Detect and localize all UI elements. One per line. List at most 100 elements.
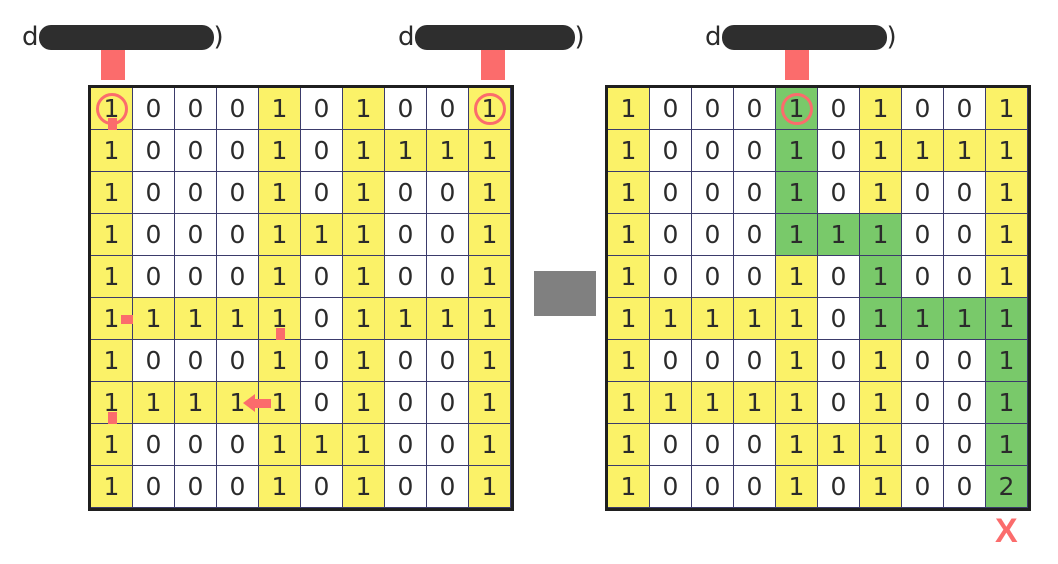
- matrix-cell[interactable]: 1: [608, 130, 650, 172]
- matrix-cell[interactable]: 1: [608, 340, 650, 382]
- matrix-cell[interactable]: 0: [427, 340, 469, 382]
- matrix-cell[interactable]: 1: [986, 424, 1028, 466]
- matrix-cell[interactable]: 0: [133, 214, 175, 256]
- matrix-cell[interactable]: 0: [385, 466, 427, 508]
- matrix-cell[interactable]: 1: [469, 88, 511, 130]
- matrix-cell[interactable]: 1: [650, 382, 692, 424]
- matrix-cell[interactable]: 1: [776, 256, 818, 298]
- matrix-cell[interactable]: 1: [986, 340, 1028, 382]
- matrix-cell[interactable]: 0: [175, 256, 217, 298]
- matrix-cell[interactable]: 0: [902, 172, 944, 214]
- matrix-cell[interactable]: 1: [776, 214, 818, 256]
- matrix-cell[interactable]: 1: [469, 130, 511, 172]
- matrix-cell[interactable]: 1: [243, 382, 301, 424]
- matrix-cell[interactable]: 1: [692, 298, 734, 340]
- matrix-cell[interactable]: 1: [91, 172, 133, 214]
- matrix-cell[interactable]: 1: [343, 214, 385, 256]
- matrix-cell[interactable]: 0: [217, 130, 259, 172]
- matrix-cell[interactable]: 1: [427, 130, 469, 172]
- matrix-cell[interactable]: 1: [259, 214, 301, 256]
- matrix-cell[interactable]: 0: [133, 172, 175, 214]
- matrix-cell[interactable]: 1: [860, 424, 902, 466]
- matrix-cell[interactable]: 0: [385, 256, 427, 298]
- matrix-cell[interactable]: 1: [91, 424, 133, 466]
- matrix-cell[interactable]: 1: [986, 88, 1028, 130]
- matrix-cell[interactable]: 0: [734, 172, 776, 214]
- matrix-cell[interactable]: 0: [133, 256, 175, 298]
- matrix-cell[interactable]: 2: [986, 466, 1028, 508]
- matrix-cell[interactable]: 1: [91, 382, 133, 437]
- matrix-cell[interactable]: 1: [343, 340, 385, 382]
- matrix-cell[interactable]: 1: [259, 256, 301, 298]
- matrix-cell[interactable]: 0: [692, 340, 734, 382]
- matrix-cell[interactable]: 1: [301, 214, 343, 256]
- matrix-cell[interactable]: 0: [692, 172, 734, 214]
- matrix-cell[interactable]: 0: [734, 214, 776, 256]
- matrix-cell[interactable]: 1: [217, 298, 259, 340]
- matrix-cell[interactable]: 1: [776, 424, 818, 466]
- matrix-cell[interactable]: 1: [986, 256, 1028, 298]
- matrix-cell[interactable]: 0: [133, 340, 175, 382]
- matrix-cell[interactable]: 0: [902, 88, 944, 130]
- matrix-cell[interactable]: 1: [734, 298, 776, 340]
- matrix-cell[interactable]: 1: [175, 298, 217, 340]
- matrix-cell[interactable]: 0: [217, 256, 259, 298]
- matrix-cell[interactable]: 1: [776, 172, 818, 214]
- matrix-cell[interactable]: 0: [175, 88, 217, 130]
- matrix-cell[interactable]: 1: [650, 298, 692, 340]
- matrix-cell[interactable]: 0: [818, 172, 860, 214]
- matrix-cell[interactable]: 1: [469, 256, 511, 298]
- matrix-cell[interactable]: 0: [385, 88, 427, 130]
- matrix-cell[interactable]: 0: [818, 298, 860, 340]
- matrix-cell[interactable]: 1: [343, 172, 385, 214]
- matrix-cell[interactable]: 1: [608, 424, 650, 466]
- matrix-cell[interactable]: 1: [608, 172, 650, 214]
- matrix-cell[interactable]: 1: [776, 340, 818, 382]
- matrix-cell[interactable]: 0: [902, 466, 944, 508]
- matrix-cell[interactable]: 1: [91, 130, 133, 172]
- matrix-cell[interactable]: 0: [133, 466, 175, 508]
- matrix-cell[interactable]: 0: [944, 214, 986, 256]
- matrix-cell[interactable]: 0: [944, 88, 986, 130]
- matrix-cell[interactable]: 0: [301, 298, 343, 340]
- matrix-cell[interactable]: 1: [259, 172, 301, 214]
- matrix-cell[interactable]: 0: [175, 172, 217, 214]
- matrix-cell[interactable]: 0: [692, 256, 734, 298]
- matrix-cell[interactable]: 0: [217, 88, 259, 130]
- matrix-cell[interactable]: 0: [175, 466, 217, 508]
- matrix-cell[interactable]: 1: [860, 88, 902, 130]
- matrix-cell[interactable]: 0: [650, 340, 692, 382]
- matrix-cell[interactable]: 1: [692, 382, 734, 424]
- matrix-cell[interactable]: 0: [650, 256, 692, 298]
- matrix-cell[interactable]: 0: [301, 88, 343, 130]
- matrix-cell[interactable]: 0: [650, 466, 692, 508]
- matrix-cell[interactable]: 1: [860, 466, 902, 508]
- matrix-cell[interactable]: 1: [860, 340, 902, 382]
- matrix-cell[interactable]: 1: [91, 298, 148, 340]
- matrix-cell[interactable]: 0: [301, 130, 343, 172]
- matrix-cell[interactable]: 1: [343, 382, 385, 424]
- matrix-cell[interactable]: 0: [133, 88, 175, 130]
- matrix-cell[interactable]: 1: [776, 466, 818, 508]
- matrix-cell[interactable]: 0: [175, 214, 217, 256]
- matrix-cell[interactable]: 0: [818, 256, 860, 298]
- matrix-cell[interactable]: 0: [944, 172, 986, 214]
- matrix-cell[interactable]: 0: [818, 382, 860, 424]
- matrix-cell[interactable]: 1: [259, 130, 301, 172]
- matrix-cell[interactable]: 1: [986, 214, 1028, 256]
- matrix-cell[interactable]: 1: [469, 340, 511, 382]
- matrix-cell[interactable]: 0: [385, 424, 427, 466]
- matrix-cell[interactable]: 0: [217, 340, 259, 382]
- matrix-cell[interactable]: 1: [860, 298, 902, 340]
- matrix-cell[interactable]: 1: [608, 88, 650, 130]
- matrix-cell[interactable]: 1: [217, 382, 259, 424]
- matrix-cell[interactable]: 1: [608, 256, 650, 298]
- matrix-cell[interactable]: 1: [469, 424, 511, 466]
- matrix-cell[interactable]: 1: [259, 466, 301, 508]
- matrix-cell[interactable]: 0: [902, 214, 944, 256]
- matrix-cell[interactable]: 0: [692, 88, 734, 130]
- matrix-cell[interactable]: 0: [217, 214, 259, 256]
- matrix-cell[interactable]: 1: [608, 298, 650, 340]
- matrix-cell[interactable]: 0: [650, 172, 692, 214]
- matrix-cell[interactable]: 1: [608, 466, 650, 508]
